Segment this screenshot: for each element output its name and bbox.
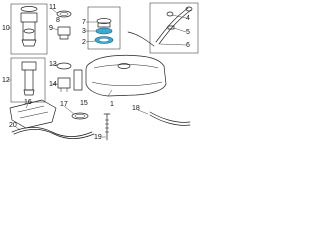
lock-ring [56,62,72,70]
pressure-regulator [57,77,71,89]
label-6: 6 [186,42,190,49]
pump-gasket-inner [59,12,69,16]
label-16: 16 [24,99,32,106]
pump-body [22,21,36,41]
fuel-tank-group [73,54,167,97]
tank-strap-left-edge [13,129,95,139]
small-parts-group [56,62,72,92]
heat-shield-group [9,99,57,129]
leader-20 [15,126,21,131]
tank-pump-opening [117,63,131,69]
label-11: 11 [49,4,56,11]
tank-strap-group [11,111,191,139]
leader-13 [51,63,58,67]
leader-4 [171,14,187,19]
filler-ring [166,11,174,17]
label-12: 12 [2,77,10,84]
filler-neck-cap [185,6,193,12]
heat-shield-ribs [17,105,49,119]
filler-pipe [155,7,189,43]
sending-unit-group [10,57,46,103]
component-cap [96,18,112,24]
pump-gasket-ring [56,10,72,18]
sender-head [21,61,37,71]
tank-seam-top [93,64,159,69]
strap-bolt-thread [105,119,109,133]
fuel-system-parts-diagram: 10 11 8 9 12 13 14 15 7 3 2 4 5 6 1 16 1… [2,2,199,141]
gasket-group [56,10,72,40]
label-19: 19 [94,134,102,141]
leader-11 [51,8,58,14]
tank-ring [71,112,89,120]
leader-lines [8,8,187,138]
tank-strap-left [11,127,93,137]
leader-2 [85,40,96,43]
vent-hose [127,31,155,47]
pump-clamp [23,28,35,34]
tank-ring-inner [74,113,86,119]
fuel-tank [85,54,167,97]
heat-shield [9,99,57,129]
component-neck [97,22,111,28]
pump-cap-ring [20,6,38,12]
filter-element [57,26,71,36]
label-14: 14 [49,81,57,88]
label-4: 4 [186,15,190,22]
tank-strap-right [149,111,191,123]
label-9: 9 [49,25,53,32]
tank-strap-right-edge [149,114,191,126]
label-17: 17 [60,101,68,108]
filler-pipe-group [127,2,199,54]
component-box [87,6,121,50]
label-2: 2 [82,39,86,46]
label-7: 7 [82,19,86,26]
sending-unit-box [10,57,46,103]
sender-float [23,89,35,96]
tank-side-bracket [73,69,83,91]
strap-bolt-group [103,113,111,141]
label-20: 20 [9,122,17,129]
label-15: 15 [80,100,88,107]
label-18: 18 [132,105,140,112]
highlighted-seal [95,27,113,35]
leader-6 [159,43,187,46]
tank-ring-group [71,112,89,120]
label-10: 10 [2,25,10,32]
highlighted-component-group [87,6,121,50]
tank-seam-bottom [91,81,163,86]
leader-16 [25,103,29,109]
highlighted-gasket-inner [98,38,110,43]
label-8: 8 [56,17,60,24]
callout-labels: 10 11 8 9 12 13 14 15 7 3 2 4 5 6 1 16 1… [2,4,190,141]
fuel-pump-module-group [10,3,48,55]
sender-body [24,69,34,91]
leader-17 [63,105,75,115]
label-3: 3 [82,28,86,35]
fuel-pump-module-box [10,3,48,55]
label-13: 13 [49,61,57,68]
leader-5 [173,27,187,33]
leader-18 [137,109,149,115]
label-1: 1 [110,101,114,108]
leader-1 [107,89,113,97]
filler-pipe-outer [158,9,192,45]
pump-strainer [21,39,37,47]
regulator-tabs [60,88,68,92]
pump-flange [20,12,38,23]
filter-base [59,34,69,40]
label-5: 5 [186,29,190,36]
filler-pipe-box [149,2,199,54]
leader-9 [51,27,59,31]
pipe-clip [167,25,175,30]
